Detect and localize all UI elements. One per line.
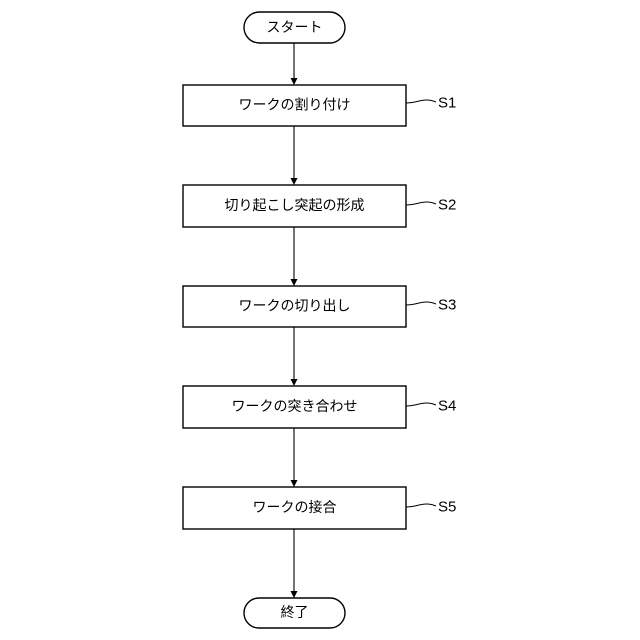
process-step-s3: ワークの切り出し S3 [183,286,456,327]
step-text: 切り起こし突起の形成 [225,198,365,214]
step-leader-line [406,403,436,406]
step-leader-line [406,100,436,103]
step-label: S5 [438,499,456,516]
step-leader-line [406,202,436,205]
step-text: ワークの接合 [253,499,337,516]
process-step-s1: ワークの割り付け S1 [183,85,456,126]
process-step-s5: ワークの接合 S5 [183,487,456,529]
arrowhead-icon [291,591,298,598]
end-label: 終了 [281,605,309,621]
process-step-s4: ワークの突き合わせ S4 [183,386,456,428]
step-leader-line [406,302,436,305]
start-label: スタート [267,20,323,36]
arrowhead-icon [291,480,298,487]
arrowhead-icon [291,78,298,85]
step-label: S3 [438,297,456,314]
start-terminator: スタート [244,12,345,43]
end-terminator: 終了 [244,598,345,628]
step-label: S2 [438,197,456,214]
step-text: ワークの切り出し [239,299,351,315]
step-label: S4 [438,398,456,415]
arrowhead-icon [291,178,298,185]
step-leader-line [406,504,436,507]
arrowhead-icon [291,379,298,386]
step-text: ワークの突き合わせ [232,399,358,415]
step-label: S1 [438,95,456,112]
step-text: ワークの割り付け [239,97,351,114]
process-step-s2: 切り起こし突起の形成 S2 [183,185,456,227]
arrowhead-icon [291,279,298,286]
